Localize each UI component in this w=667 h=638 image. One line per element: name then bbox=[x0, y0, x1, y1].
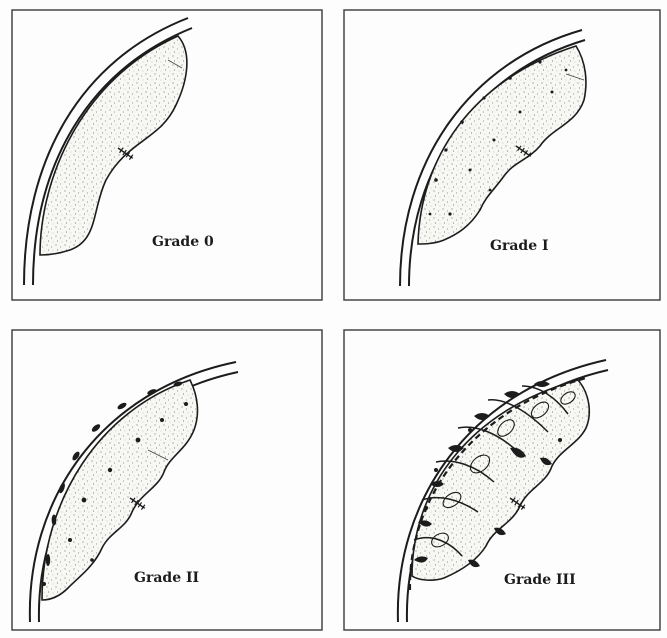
lesion-grade-3 bbox=[412, 380, 589, 580]
label-grade-2: Grade II bbox=[134, 570, 199, 586]
panel-grade-1: Grade I bbox=[400, 30, 586, 286]
lesion-grade-2 bbox=[42, 380, 197, 600]
label-grade-1: Grade I bbox=[490, 238, 549, 254]
label-grade-0: Grade 0 bbox=[152, 234, 214, 250]
label-grade-3: Grade III bbox=[504, 572, 576, 588]
lesion-grade-0 bbox=[40, 36, 187, 255]
panel-grade-2: Grade II bbox=[30, 362, 238, 622]
panel-grade-0: Grade 0 bbox=[24, 18, 214, 285]
lesion-grade-1 bbox=[418, 46, 586, 244]
panel-grade-3: Grade III bbox=[398, 360, 608, 622]
